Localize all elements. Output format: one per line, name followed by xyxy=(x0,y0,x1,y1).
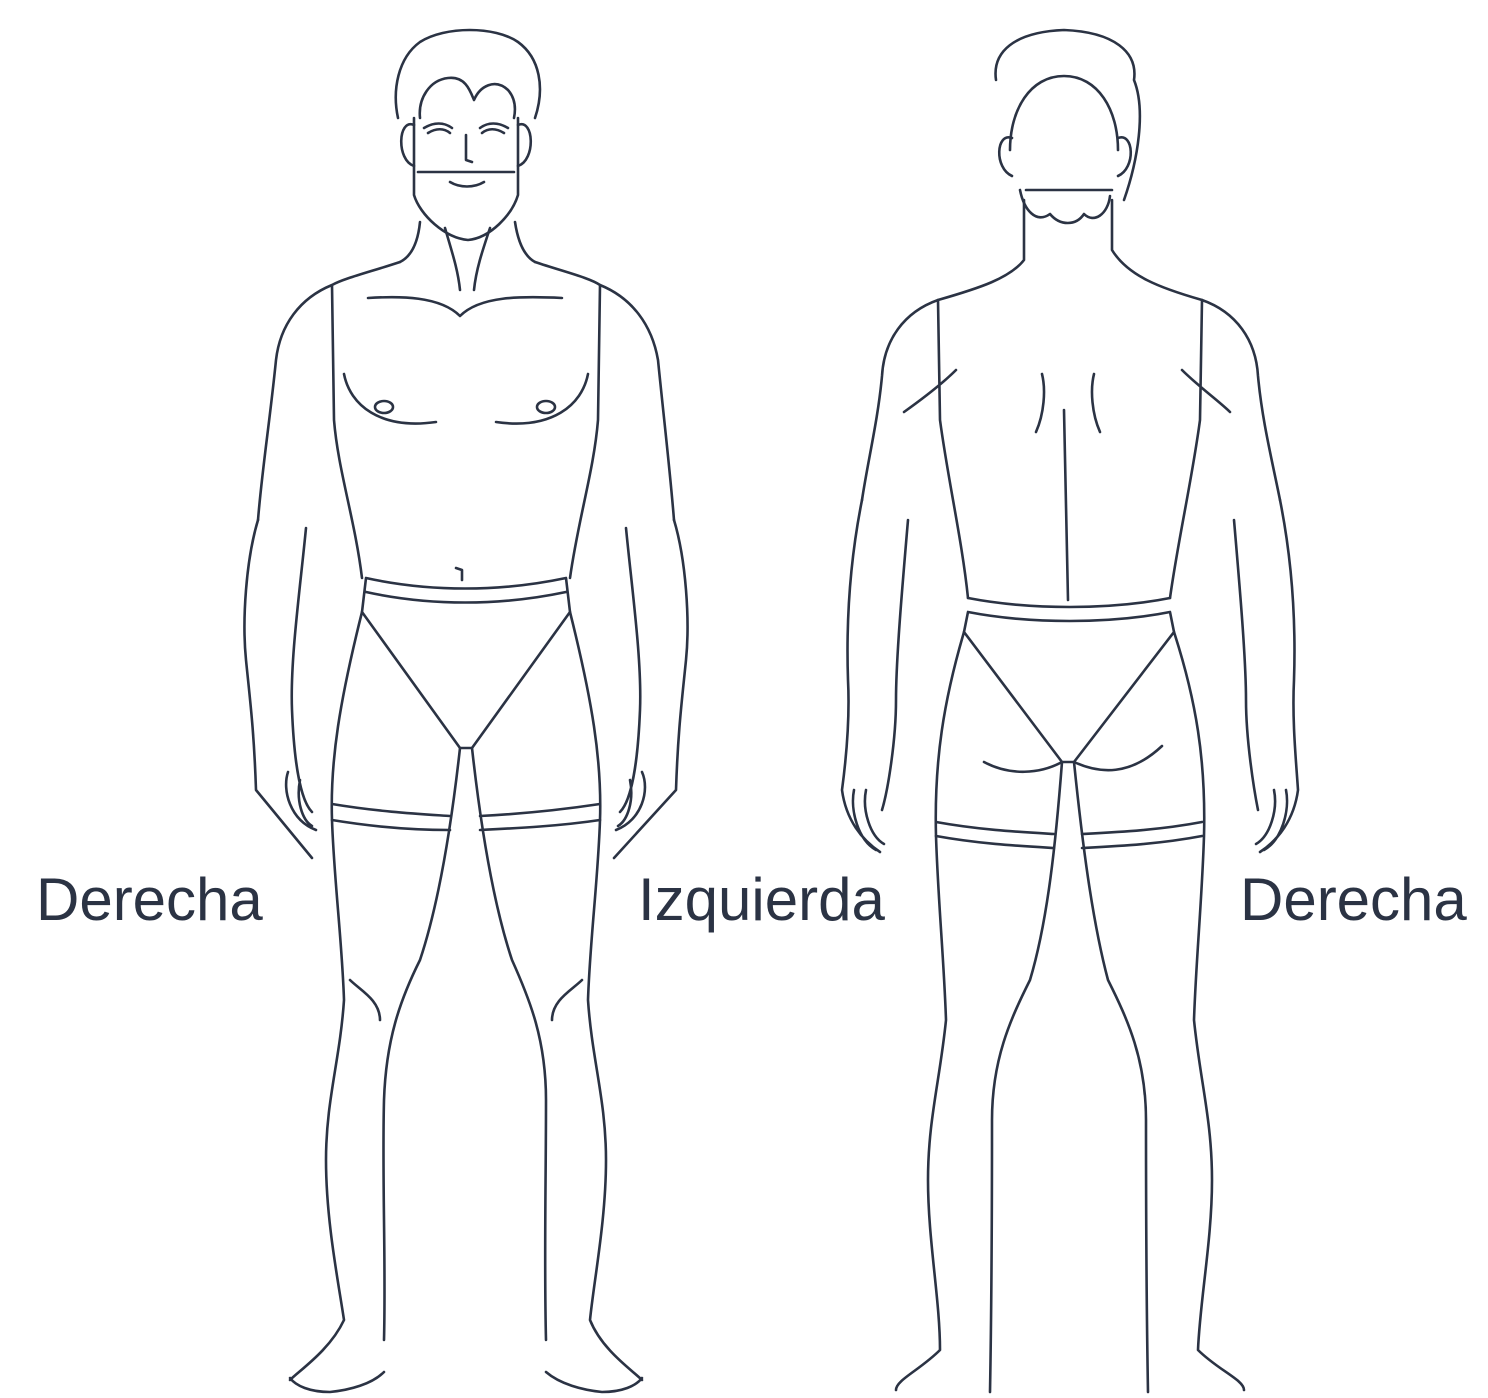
left-side-label: Izquierda xyxy=(638,870,885,930)
front-navel xyxy=(456,568,462,580)
front-feet xyxy=(290,1372,642,1392)
front-arm-left xyxy=(245,520,317,858)
front-nose-mouth xyxy=(450,135,484,187)
front-chest xyxy=(344,297,588,423)
back-right-side-label: Derecha xyxy=(1240,870,1467,930)
front-ear-right xyxy=(518,124,531,166)
front-torso xyxy=(258,262,674,578)
back-arm-right xyxy=(1234,500,1298,852)
back-neck xyxy=(938,200,1202,300)
back-hair xyxy=(996,30,1140,223)
front-right-side-label: Derecha xyxy=(36,870,263,930)
back-arm-left xyxy=(842,500,908,852)
front-legs xyxy=(290,612,642,1380)
front-underwear xyxy=(332,578,600,830)
front-nipple-left xyxy=(375,401,393,413)
back-torso xyxy=(862,300,1280,600)
front-arm-right xyxy=(614,520,688,858)
front-nipple-right xyxy=(537,401,555,413)
back-body-figure[interactable] xyxy=(842,30,1298,1392)
front-neck xyxy=(400,222,535,290)
front-hair xyxy=(396,30,540,118)
front-eyes xyxy=(424,124,508,134)
front-body-figure[interactable] xyxy=(245,30,688,1392)
front-ear-left xyxy=(401,124,414,166)
back-ear-right xyxy=(1118,137,1131,176)
back-underwear xyxy=(936,598,1202,848)
back-legs xyxy=(896,632,1244,1392)
